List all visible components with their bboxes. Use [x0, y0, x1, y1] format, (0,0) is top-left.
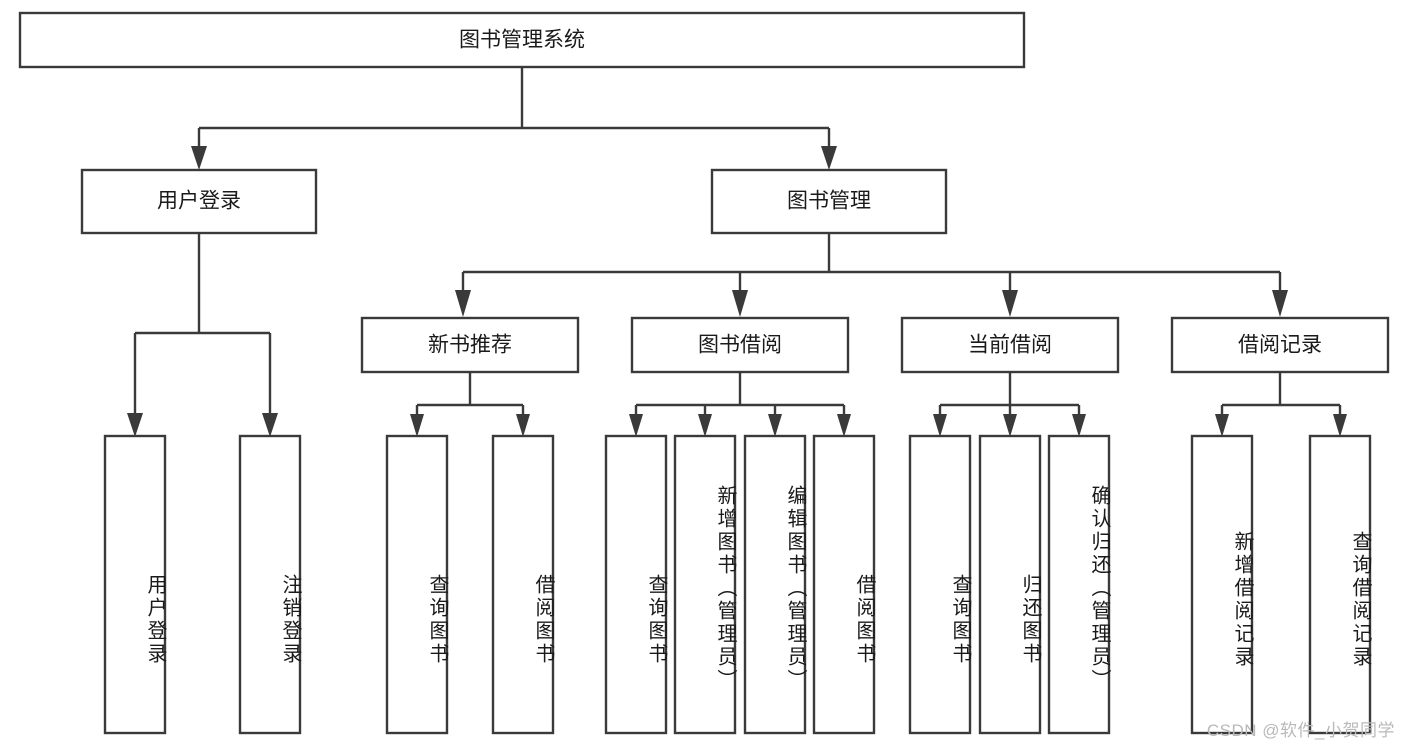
csdn-watermark: CSDN @软件_小贺同学 — [1206, 721, 1395, 740]
arrow-icon-leaf-borrow-book-1 — [516, 414, 530, 437]
node-current-borrow-box[interactable] — [900, 316, 1120, 374]
node-book-manage[interactable]: 图书管理 — [710, 168, 948, 235]
node-leaf-add-record-box[interactable] — [1190, 434, 1254, 735]
arrow-icon-leaf-add-book — [698, 414, 712, 437]
node-book-borrow-box[interactable] — [630, 316, 850, 374]
arrow-icon-book-borrow — [732, 290, 748, 317]
node-leaf-user-logout-box[interactable] — [238, 434, 302, 735]
arrow-icon-new-book-recommend — [455, 290, 471, 317]
arrow-icon-leaf-borrow-book-2 — [837, 414, 851, 437]
node-user-login-box[interactable] — [80, 168, 318, 235]
node-leaf-edit-book-box[interactable] — [743, 434, 807, 735]
node-root-box[interactable] — [18, 11, 1026, 69]
node-leaf-borrow-book-2-box[interactable] — [812, 434, 876, 735]
node-current-borrow-label: 当前借阅 — [968, 334, 1052, 357]
arrow-icon-leaf-user-login — [127, 413, 143, 437]
arrow-icon-leaf-query-book-2 — [629, 414, 643, 437]
node-user-login-label: 用户登录 — [157, 190, 241, 213]
arrowheads-group — [127, 146, 1347, 437]
node-leaf-add-book-box[interactable] — [673, 434, 737, 735]
arrow-icon-leaf-return-book — [1003, 414, 1017, 437]
node-leaf-query-book-3-box[interactable] — [908, 434, 972, 735]
node-leaf-query-book-1-box[interactable] — [385, 434, 449, 735]
node-leaf-user-login-box[interactable] — [103, 434, 167, 735]
node-new-book-recommend-label: 新书推荐 — [428, 334, 512, 357]
node-leaf-query-record-box[interactable] — [1308, 434, 1372, 735]
arrow-icon-user-login — [191, 146, 207, 170]
leaf-boxes-group — [103, 434, 1372, 735]
node-current-borrow[interactable]: 当前借阅 — [900, 316, 1120, 374]
arrow-icon-borrow-record — [1272, 290, 1288, 317]
arrow-icon-leaf-query-record — [1333, 414, 1347, 437]
node-user-login[interactable]: 用户登录 — [80, 168, 318, 235]
node-book-manage-label: 图书管理 — [787, 190, 871, 213]
arrow-icon-leaf-edit-book — [768, 414, 782, 437]
node-borrow-record-label: 借阅记录 — [1238, 334, 1322, 357]
node-root-label: 图书管理系统 — [459, 29, 585, 52]
node-leaf-query-book-2-box[interactable] — [604, 434, 668, 735]
node-leaf-borrow-book-1-box[interactable] — [491, 434, 555, 735]
arrow-icon-leaf-query-book-1 — [410, 414, 424, 437]
node-leaf-confirm-return-box[interactable] — [1047, 434, 1111, 735]
arrow-icon-current-borrow — [1002, 290, 1018, 317]
node-leaf-return-book-box[interactable] — [978, 434, 1042, 735]
arrow-icon-book-manage — [821, 146, 837, 170]
node-book-borrow-label: 图书借阅 — [698, 334, 782, 357]
node-book-manage-box[interactable] — [710, 168, 948, 235]
node-root[interactable]: 图书管理系统 — [18, 11, 1026, 69]
node-new-book-recommend-box[interactable] — [360, 316, 580, 374]
arrow-icon-leaf-user-logout — [262, 413, 278, 437]
node-new-book-recommend[interactable]: 新书推荐 — [360, 316, 580, 374]
node-borrow-record-box[interactable] — [1170, 316, 1390, 374]
node-book-borrow[interactable]: 图书借阅 — [630, 316, 850, 374]
node-borrow-record[interactable]: 借阅记录 — [1170, 316, 1390, 374]
arrow-icon-leaf-query-book-3 — [933, 414, 947, 437]
arrow-icon-leaf-confirm-return — [1072, 414, 1086, 437]
arrow-icon-leaf-add-record — [1215, 414, 1229, 437]
